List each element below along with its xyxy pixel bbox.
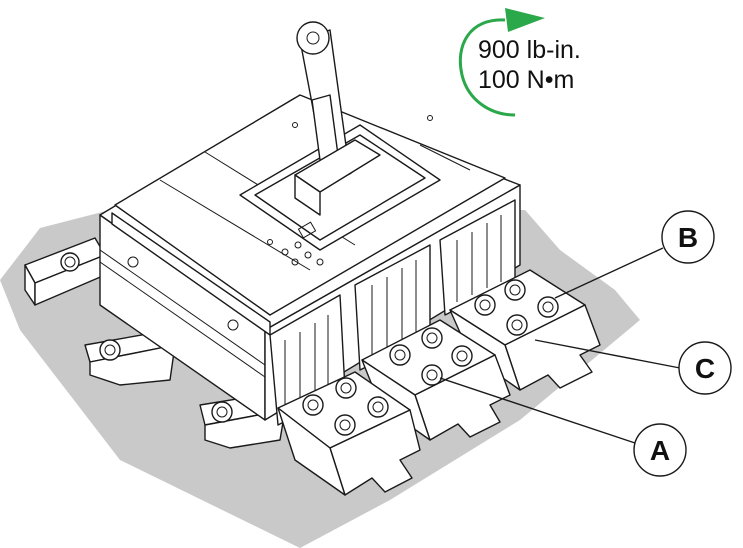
callout-b-label: B <box>678 222 698 253</box>
torque-value-nm: 100 N•m <box>478 66 574 94</box>
operating-handle <box>294 21 381 216</box>
callout-b: B <box>554 210 715 299</box>
torque-arrow-icon <box>458 18 516 117</box>
bus-bar-left-upper <box>24 237 106 306</box>
callout-a: A <box>439 377 687 477</box>
callout-c: C <box>534 339 732 395</box>
callout-a-label: A <box>650 435 670 466</box>
callout-c-label: C <box>695 353 715 384</box>
torque-indicator: 900 lb-in. 100 N•m <box>458 8 581 117</box>
torque-arrowhead-icon <box>505 8 545 32</box>
bus-bar-front-left <box>277 371 421 496</box>
torque-value-lb-in: 900 lb-in. <box>478 36 581 64</box>
